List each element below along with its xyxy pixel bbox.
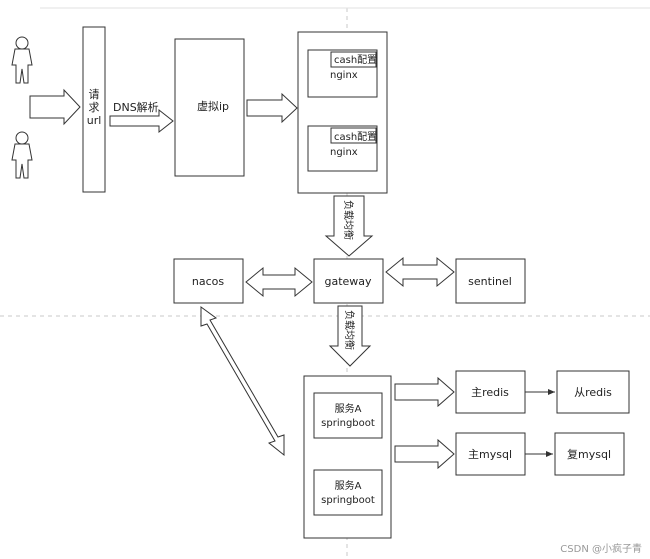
virtual-ip-label: 虚拟ip <box>197 99 229 113</box>
nginx-label-2: nginx <box>330 147 358 158</box>
gateway-box <box>313 258 384 304</box>
load-balance-label-bottom: 负载均衡 <box>343 310 356 350</box>
cache-config-box-1 <box>330 51 377 68</box>
nacos-service-double-arrow <box>200 306 285 457</box>
service-name-2: 服务A <box>335 479 362 492</box>
mysql-master-label: 主mysql <box>468 448 512 461</box>
cache-config-label-2: cash配置 <box>334 131 377 143</box>
load-balance-arrow-bottom <box>328 305 372 367</box>
service-framework-2: springboot <box>321 495 375 506</box>
nacos-box <box>173 258 244 304</box>
redis-master-box <box>455 370 526 414</box>
request-url-box <box>82 26 106 193</box>
dns-label: DNS解析 <box>113 100 159 114</box>
gateway-label: gateway <box>324 275 372 288</box>
redis-master-label: 主redis <box>471 386 509 399</box>
service-redis-arrow <box>394 376 455 408</box>
request-label-line3: url <box>87 114 102 127</box>
cache-config-label-1: cash配置 <box>334 54 377 66</box>
gateway-sentinel-double-arrow <box>385 256 455 288</box>
service-mysql-arrow <box>394 438 455 470</box>
service-box-2 <box>313 469 383 516</box>
load-balance-label-top: 负载均衡 <box>342 200 355 240</box>
dns-arrow <box>109 108 174 134</box>
sentinel-label: sentinel <box>468 275 512 288</box>
mysql-slave-box <box>554 432 625 476</box>
service-framework-1: springboot <box>321 418 375 429</box>
request-label-line1: 请 <box>89 88 100 101</box>
mysql-slave-label: 复mysql <box>567 447 611 461</box>
load-balance-arrow-top <box>324 195 374 257</box>
watermark: CSDN @小疯子青 <box>560 544 642 555</box>
redis-slave-box <box>556 370 630 414</box>
service-name-1: 服务A <box>335 402 362 415</box>
redis-slave-label: 从redis <box>574 386 612 399</box>
user-icon <box>11 131 33 179</box>
vip-to-nginx-arrow <box>246 92 298 124</box>
virtual-ip-box <box>174 38 245 177</box>
nginx-label-1: nginx <box>330 70 358 81</box>
sentinel-box <box>455 258 526 304</box>
user-icon <box>11 36 33 84</box>
nacos-gateway-double-arrow <box>245 266 313 298</box>
nacos-label: nacos <box>192 275 224 288</box>
request-label-line2: 求 <box>89 101 100 114</box>
mysql-master-box <box>455 432 526 476</box>
cache-config-box-2 <box>330 127 377 144</box>
service-box-1 <box>313 392 383 439</box>
user-to-request-arrow <box>29 88 81 126</box>
